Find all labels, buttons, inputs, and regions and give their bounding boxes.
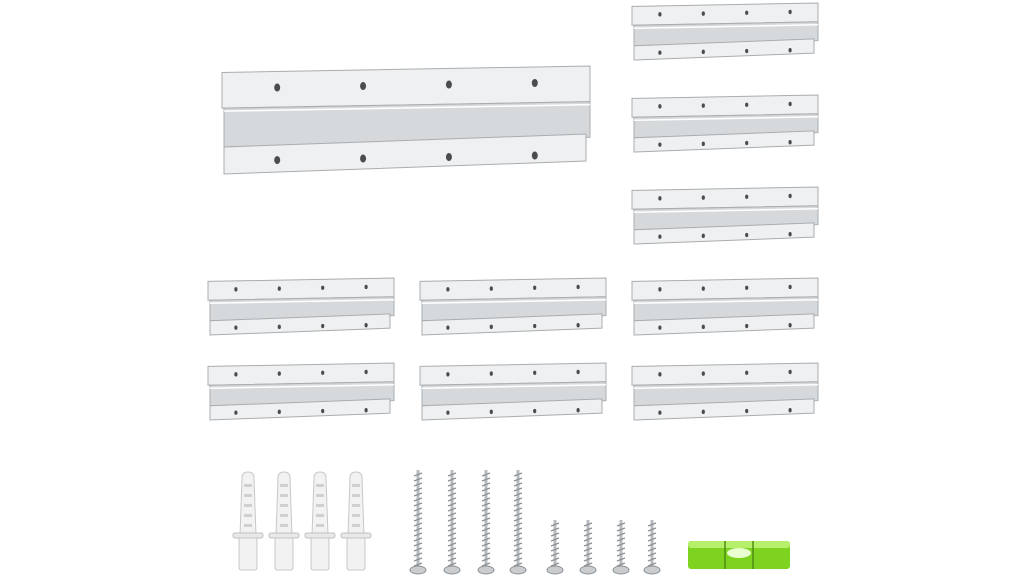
wall-anchor (304, 471, 336, 571)
short-screw (612, 520, 630, 575)
long-screw (477, 470, 495, 575)
large-cleat-bracket (221, 65, 591, 175)
short-screw (643, 520, 661, 575)
long-screw (509, 470, 527, 575)
small-cleat-bracket (207, 277, 395, 336)
bubble-level (688, 541, 790, 569)
long-screw (409, 470, 427, 575)
small-cleat-bracket (631, 186, 819, 245)
wall-anchor (340, 471, 372, 571)
small-cleat-bracket (631, 362, 819, 421)
small-cleat-bracket (631, 94, 819, 153)
wall-anchor (232, 471, 264, 571)
short-screw (546, 520, 564, 575)
long-screw (443, 470, 461, 575)
short-screw (579, 520, 597, 575)
small-cleat-bracket (207, 362, 395, 421)
small-cleat-bracket (419, 277, 607, 336)
small-cleat-bracket (631, 2, 819, 61)
small-cleat-bracket (419, 362, 607, 421)
small-cleat-bracket (631, 277, 819, 336)
wall-anchor (268, 471, 300, 571)
